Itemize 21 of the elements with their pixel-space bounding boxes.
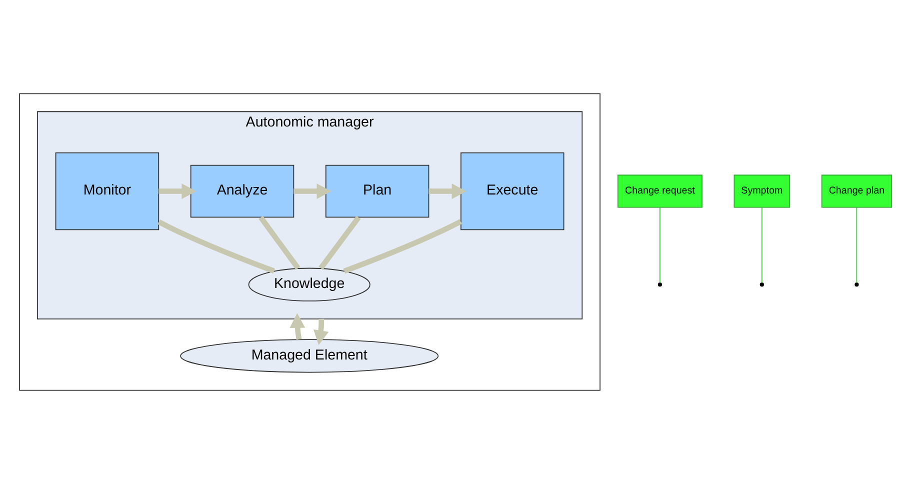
- arrow: [428, 184, 467, 199]
- connector: [856, 207, 858, 284]
- arrow: [290, 313, 306, 340]
- connector: [258, 216, 300, 270]
- arrow: [294, 184, 332, 199]
- node-ellipse: Knowledge: [248, 268, 370, 302]
- node-box: Change request: [617, 174, 702, 208]
- connector: [158, 220, 276, 274]
- cluster: [19, 93, 600, 391]
- node-box: Plan: [325, 164, 430, 218]
- node-ellipse: Managed Element: [180, 339, 439, 373]
- arrow: [158, 184, 196, 199]
- node-box: Symptom: [734, 174, 790, 208]
- connector: [761, 207, 762, 284]
- node-box: Monitor: [55, 152, 160, 230]
- node-box: Execute: [460, 152, 564, 230]
- connector: [343, 219, 462, 274]
- arrow: [313, 318, 329, 346]
- connector: [318, 216, 361, 270]
- node-box: Change plan: [821, 174, 892, 208]
- node-box: Analyze: [190, 164, 294, 218]
